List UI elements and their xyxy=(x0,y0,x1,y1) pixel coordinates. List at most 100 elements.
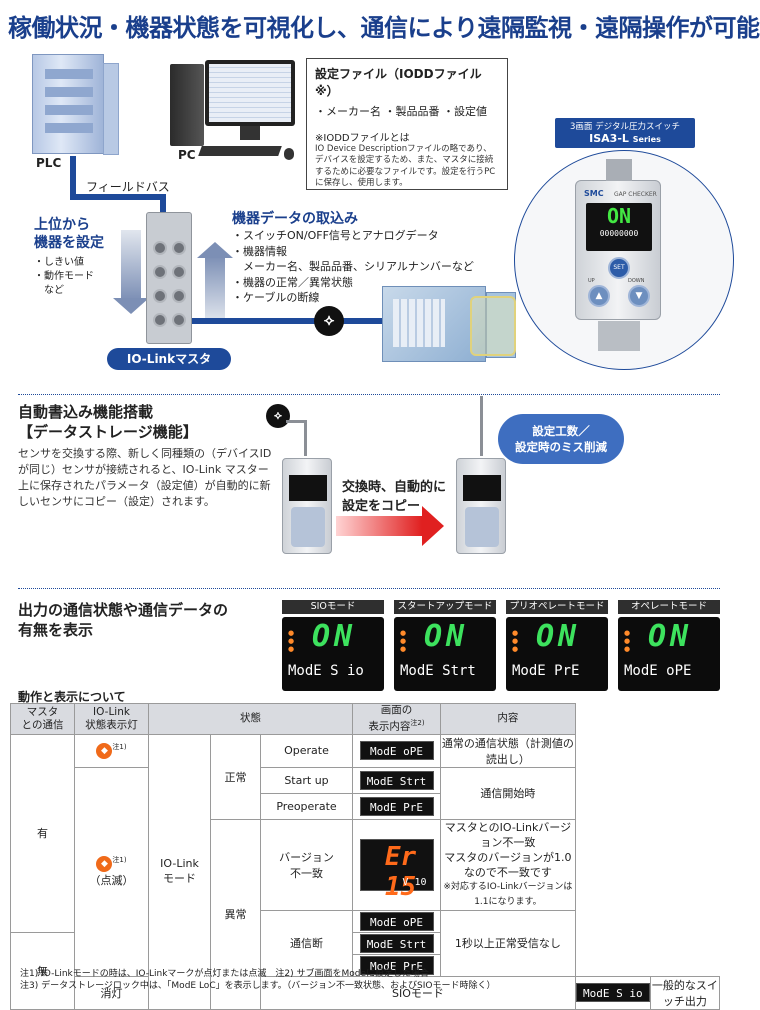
lcd-break-pre: ModE PrE xyxy=(359,955,434,975)
header-screen-text: 画面の 表示内容 xyxy=(368,704,413,733)
error-version: V 10 xyxy=(402,876,427,888)
arrow-right-icon xyxy=(336,506,444,546)
cell-content-operate: 通常の通信状態（計測値の読出し） xyxy=(440,733,576,768)
iodd-note-title: ※IODDファイルとは xyxy=(315,133,410,144)
iolink-logo-icon: ⟡ xyxy=(266,404,290,428)
sensor-display-sub: 00000000 xyxy=(599,229,639,238)
arrow-up-icon xyxy=(197,242,233,322)
lcd-sio: ModE S io xyxy=(575,983,650,1002)
plc-label: PLC xyxy=(36,156,62,170)
status-led-icon: ●●● xyxy=(400,629,407,653)
status-display-title: 出力の通信状態や通信データの 有無を表示 xyxy=(18,600,228,640)
headline: 稼働状況・機器状態を可視化し、通信により遠隔監視・遠隔操作が可能 xyxy=(8,14,760,42)
footnote: 注1) IO-Linkモードの時は、IO-Linkマークが点灯または点滅 注2)… xyxy=(20,969,430,979)
cell-version-mismatch: バージョン 不一致 xyxy=(260,818,353,911)
mode-main-value: ON xyxy=(312,619,357,654)
sensor-display-main: ON xyxy=(606,204,632,228)
mode-card-startup: スタートアップモード ●●● ON ModE Strt xyxy=(394,600,496,691)
sensor-highlight xyxy=(470,296,516,356)
down-label: DOWN xyxy=(628,278,645,284)
mode-sub-value: ModE Strt xyxy=(400,663,476,679)
mode-lcd: ●●● ON ModE S io xyxy=(282,617,384,691)
sensor-cable xyxy=(286,420,306,423)
lcd-operate: ModE oPE xyxy=(359,741,434,760)
device-data-list: ・スイッチON/OFF信号とアナログデータ ・機器情報 メーカー名、製品品番、シ… xyxy=(232,228,474,306)
keyboard-illustration xyxy=(198,146,282,156)
mode-lcd: ●●● ON ModE Strt xyxy=(394,617,496,691)
mode-sub-value: ModE oPE xyxy=(624,663,692,679)
mode-caption: プリオペレートモード xyxy=(506,600,608,614)
cell-content-break: 1秒以上正常受信なし xyxy=(440,909,576,977)
table-title: 動作と表示について xyxy=(18,690,126,704)
fieldbus-line-horizontal xyxy=(70,194,166,200)
data-storage-title-line2: 【データストレージ機能】 xyxy=(18,423,198,441)
pc-stand xyxy=(240,126,260,140)
status-led-icon: ●●● xyxy=(512,629,519,653)
lcd-break-ope: ModE oPE xyxy=(359,911,434,931)
iodd-info-box: 設定ファイル（IODDファイル※） ・メーカー名 ・製品品番 ・設定値 ※IOD… xyxy=(306,58,508,190)
cell-no: 無 xyxy=(10,931,75,1010)
sensor-cable xyxy=(304,420,307,456)
sensor-display: ON 00000000 xyxy=(586,203,652,251)
mode-card-preoperate: プリオペレートモード ●●● ON ModE PrE xyxy=(506,600,608,691)
cell-lcd: ModE oPE xyxy=(352,733,441,768)
mouse-illustration xyxy=(284,148,294,160)
mode-table: マスタ との通信 IO-Link 状態表示灯 状態 画面の 表示内容注2) 内容… xyxy=(10,703,721,1010)
list-item: ・スイッチON/OFF信号とアナログデータ xyxy=(232,229,439,242)
copy-text: 交換時、自動的に 設定をコピー xyxy=(342,478,446,516)
pc-label: PC xyxy=(178,148,196,162)
mode-lcd: ●●● ON ModE oPE xyxy=(618,617,720,691)
upper-settings-title: 上位から 機器を設定 xyxy=(34,216,104,252)
footnote: 注3) データストレージロック中は、「ModE LoC」を表示します。（バージョ… xyxy=(20,981,496,991)
new-sensor-illustration xyxy=(456,458,506,554)
iolink-lamp-blink-icon: ◆ xyxy=(96,855,113,872)
mode-lcd: ●●● ON ModE PrE xyxy=(506,617,608,691)
cell-preoperate: Preoperate xyxy=(260,792,353,820)
cell-comm-break: 通信断 xyxy=(260,909,353,977)
cell-lamp-blink: ◆注1) （点滅） xyxy=(74,766,149,977)
mode-caption: オペレートモード xyxy=(618,600,720,614)
content-ver-line1: マスタとのIO-Linkバージョン不一致 xyxy=(444,820,572,849)
product-label: 3画面 デジタル圧力スイッチ ISA3-L Series xyxy=(555,118,695,148)
mode-main-value: ON xyxy=(536,619,581,654)
pc-tower-illustration xyxy=(170,64,204,146)
status-display-title-line1: 出力の通信状態や通信データの xyxy=(18,601,229,619)
sensor-up-button[interactable]: ▲ xyxy=(588,285,610,307)
copy-text-line1: 交換時、自動的に xyxy=(342,480,447,495)
sensor-down-button[interactable]: ▼ xyxy=(628,285,650,307)
cell-content-start: 通信開始時 xyxy=(440,766,576,820)
note-ref: 注1) xyxy=(112,743,127,752)
content-ver-line3: ※対応するIO-Linkバージョンは1.1になります。 xyxy=(443,881,573,907)
iolink-lamp-icon: ◆ xyxy=(96,742,113,759)
mode-caption: SIOモード xyxy=(282,600,384,614)
cell-yes: 有 xyxy=(10,733,75,933)
status-led-icon: ●●● xyxy=(288,629,295,653)
product-label-line1: 3画面 デジタル圧力スイッチ xyxy=(570,122,680,132)
smc-logo: SMC xyxy=(584,189,604,198)
header-content: 内容 xyxy=(440,703,576,735)
list-item: ・ケーブルの断線 xyxy=(232,291,320,304)
mode-main-value: ON xyxy=(424,619,469,654)
iolink-logo-icon: ⟡ xyxy=(314,306,344,336)
iolink-master-illustration xyxy=(146,212,192,344)
up-label: UP xyxy=(588,278,595,284)
machine-side-panel xyxy=(486,292,516,358)
product-series: Series xyxy=(632,135,661,144)
iodd-items: ・メーカー名 ・製品品番 ・設定値 xyxy=(315,105,487,118)
sensor-set-button[interactable]: SET xyxy=(608,257,630,279)
mode-sub-value: ModE S io xyxy=(288,663,364,679)
mode-main-value: ON xyxy=(648,619,693,654)
header-screen-note: 注2) xyxy=(410,719,425,727)
list-item: など xyxy=(34,285,64,296)
upper-title-line1: 上位から xyxy=(34,217,90,233)
cell-lamp-on: ◆注1) xyxy=(74,733,149,768)
lcd-break-strt: ModE Strt xyxy=(359,933,434,953)
list-item: ・機器の正常／異常状態 xyxy=(232,275,353,289)
sensor-cable xyxy=(480,396,483,456)
iolink-master-label: IO-Linkマスタ xyxy=(107,348,231,370)
mode-sub-value: ModE PrE xyxy=(512,663,580,679)
arrow-down-icon xyxy=(113,230,149,314)
cell-sio-mode: SIOモード xyxy=(260,975,576,1010)
pc-monitor-illustration xyxy=(205,60,295,126)
header-screen: 画面の 表示内容注2) xyxy=(352,703,441,735)
